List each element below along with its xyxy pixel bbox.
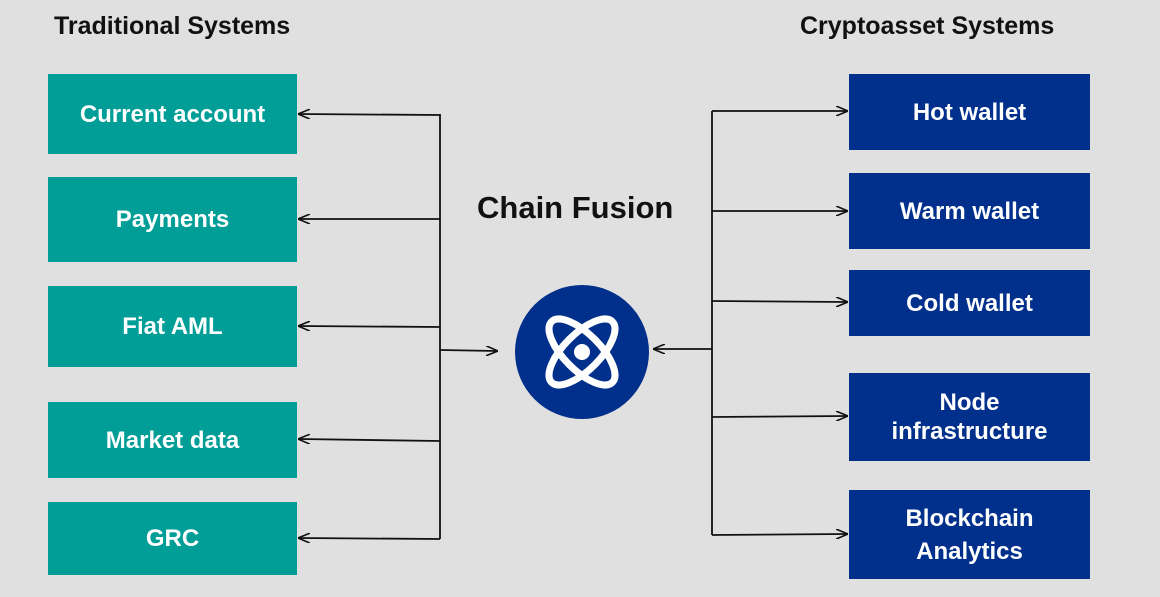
traditional-box-market-data: Market data [48, 402, 297, 478]
crypto-box-label: Blockchain Analytics [905, 504, 1034, 565]
chain-fusion-title: Chain Fusion [477, 190, 674, 225]
crypto-box-label: Warm wallet [899, 197, 1040, 225]
cryptoasset-systems-heading: Cryptoasset Systems [800, 12, 1055, 40]
crypto-box-label: Node infrastructure [891, 389, 1048, 445]
arrow-to-fiat-aml [299, 326, 441, 327]
arrow-to-blockchain-analytics [711, 534, 847, 535]
traditional-box-label: Market data [105, 426, 240, 454]
chain-fusion-atom-icon [515, 285, 649, 419]
crypto-box-node-infrastructure: Node infrastructure [849, 373, 1090, 461]
crypto-box-warm-wallet: Warm wallet [849, 173, 1090, 249]
traditional-box-label: Current account [79, 100, 266, 128]
arrow-to-market-data [299, 439, 441, 441]
traditional-systems-heading: Traditional Systems [54, 12, 291, 40]
traditional-box-grc: GRC [48, 502, 297, 575]
crypto-box-blockchain-analytics: Blockchain Analytics [849, 490, 1090, 579]
crypto-box-label: Cold wallet [906, 289, 1033, 317]
crypto-box-cold-wallet: Cold wallet [849, 270, 1090, 336]
crypto-box-hot-wallet: Hot wallet [849, 74, 1090, 150]
crypto-box-label: Hot wallet [912, 98, 1027, 126]
arrow-left-to-logo [439, 350, 497, 351]
traditional-box-current-account: Current account [48, 74, 297, 154]
traditional-box-label: Fiat AML [122, 313, 223, 340]
traditional-box-payments: Payments [48, 177, 297, 262]
traditional-box-label: GRC [145, 525, 200, 552]
arrow-to-grc [299, 538, 441, 539]
arrow-to-current-account [299, 114, 441, 115]
arrow-to-node-infrastructure [711, 416, 847, 417]
traditional-box-fiat-aml: Fiat AML [48, 286, 297, 367]
arrow-to-cold-wallet [711, 301, 847, 302]
traditional-box-label: Payments [115, 206, 230, 233]
